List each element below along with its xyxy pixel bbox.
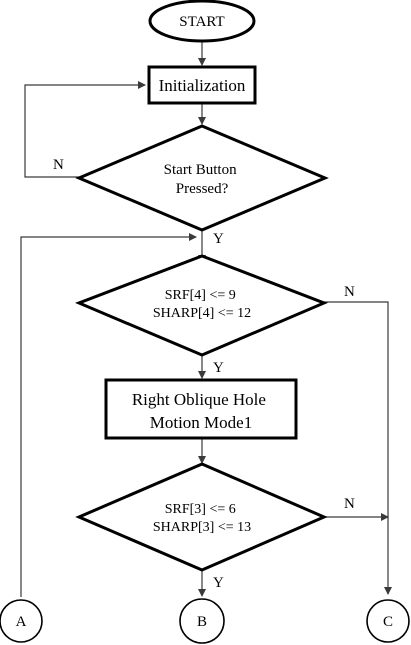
decision-srf4-line-2: SHARP[4] <= 12 — [153, 306, 251, 321]
initialization-box: Initialization — [147, 65, 257, 105]
connector-c: C — [366, 599, 410, 643]
decision-srf4-condition: SRF[4] <= 9 SHARP[4] <= 12 — [153, 288, 251, 321]
arrow-decision4-no — [324, 301, 392, 595]
motion-mode-label: Right Oblique Hole Motion Mode1 — [132, 390, 270, 432]
start-button-line-1: Start Button — [164, 162, 237, 178]
edge-label-decision4-no: N — [344, 284, 355, 300]
edge-label-decision4-yes: Y — [213, 360, 224, 376]
decision-srf3-line-2: SHARP[3] <= 13 — [153, 520, 251, 535]
start-label: START — [179, 14, 224, 30]
start-button-question: Start Button Pressed? — [164, 162, 241, 197]
decision-srf4: SRF[4] <= 9 SHARP[4] <= 12 — [74, 254, 328, 357]
arrow-start-button-no-loop — [24, 81, 146, 178]
connector-a: A — [0, 599, 43, 643]
connector-a-label: A — [16, 614, 27, 630]
edge-labels: N Y N Y N Y — [53, 157, 355, 591]
edge-label-decision3-no: N — [344, 496, 355, 512]
motion-mode-box: Right Oblique Hole Motion Mode1 — [104, 378, 298, 440]
decision-srf3-line-1: SRF[3] <= 6 — [165, 502, 236, 517]
start-terminator: START — [148, 0, 256, 43]
motion-mode-line-2: Motion Mode1 — [150, 413, 252, 432]
initialization-label: Initialization — [159, 76, 246, 95]
connector-lines — [20, 41, 392, 597]
connector-b-label: B — [197, 614, 207, 630]
decision-srf4-line-1: SRF[4] <= 9 — [165, 288, 236, 303]
start-button-line-2: Pressed? — [176, 181, 229, 197]
decision-srf3-condition: SRF[3] <= 6 SHARP[3] <= 13 — [153, 502, 251, 535]
connector-c-label: C — [383, 614, 393, 630]
decision-srf3: SRF[3] <= 6 SHARP[3] <= 13 — [75, 462, 328, 572]
start-button-decision: Start Button Pressed? — [75, 124, 329, 232]
motion-mode-line-1: Right Oblique Hole — [132, 390, 266, 409]
edge-label-decision3-yes: Y — [213, 575, 224, 591]
arrow-loop-from-a — [20, 233, 197, 597]
connector-b: B — [179, 598, 225, 644]
edge-label-start-button-no: N — [53, 157, 64, 173]
edge-label-start-button-yes: Y — [213, 231, 224, 247]
